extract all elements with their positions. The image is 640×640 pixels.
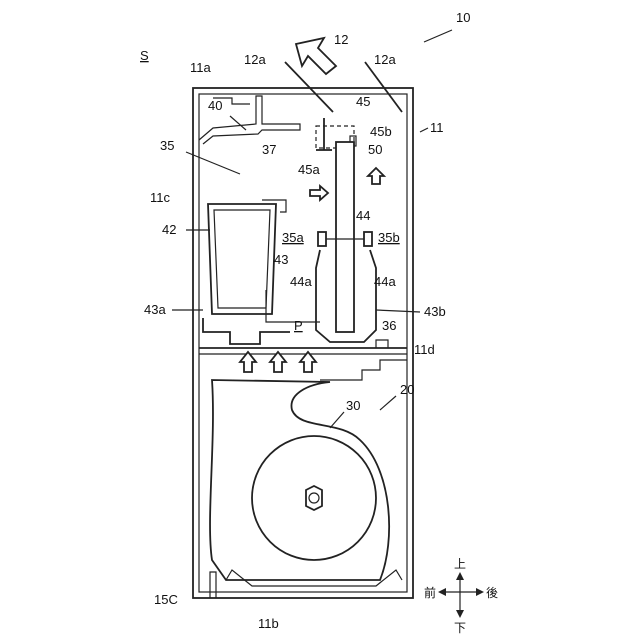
arrow-rear-icon bbox=[476, 588, 484, 596]
label-43b: 43b bbox=[424, 304, 446, 319]
leader-35 bbox=[186, 152, 240, 174]
label-15C: 15C bbox=[154, 592, 178, 607]
label-P: P bbox=[294, 318, 303, 333]
label-50: 50 bbox=[368, 142, 382, 157]
fan-30 bbox=[252, 436, 376, 560]
label-40: 40 bbox=[208, 98, 222, 113]
label-12a-left: 12a bbox=[244, 52, 266, 67]
tank-42-inner bbox=[214, 210, 270, 308]
flow-arrow-right-icon bbox=[310, 186, 328, 200]
direction-down-label: 下 bbox=[454, 621, 466, 635]
roller-44-left bbox=[318, 232, 326, 246]
label-42: 42 bbox=[162, 222, 176, 237]
direction-up-label: 上 bbox=[454, 557, 466, 571]
leader-40 bbox=[230, 116, 246, 130]
label-11c: 11c bbox=[150, 190, 170, 205]
leader-10 bbox=[424, 30, 452, 42]
label-44a-left: 44a bbox=[290, 274, 312, 289]
label-10: 10 bbox=[456, 10, 470, 25]
leader-20 bbox=[380, 396, 396, 410]
leader-11 bbox=[420, 128, 428, 132]
label-S: S bbox=[140, 48, 149, 63]
arrow-front-icon bbox=[438, 588, 446, 596]
direction-front-label: 前 bbox=[424, 585, 436, 600]
label-12: 12 bbox=[334, 32, 348, 47]
label-11: 11 bbox=[430, 120, 444, 135]
label-12a-right: 12a bbox=[374, 52, 396, 67]
label-45a: 45a bbox=[298, 162, 320, 177]
bracket-36 bbox=[376, 340, 388, 348]
label-35: 35 bbox=[160, 138, 174, 153]
element-50 bbox=[336, 142, 354, 332]
fan-scroll-20 bbox=[210, 380, 389, 580]
hub-bore bbox=[309, 493, 319, 503]
flow-arrow-up-2-icon bbox=[270, 352, 286, 372]
tray-43 bbox=[266, 290, 320, 322]
flow-arrow-up-3-icon bbox=[300, 352, 316, 372]
flow-arrow-up-icon bbox=[368, 168, 384, 184]
label-43a: 43a bbox=[144, 302, 166, 317]
label-11d: 11d bbox=[414, 342, 435, 357]
outlet-arrow-icon bbox=[296, 38, 336, 74]
direction-rear-label: 後 bbox=[486, 586, 498, 600]
louver-right bbox=[365, 62, 402, 112]
label-36: 36 bbox=[382, 318, 396, 333]
label-44: 44 bbox=[356, 208, 370, 223]
hub-nut bbox=[306, 486, 322, 510]
leader-30 bbox=[330, 412, 344, 428]
roller-44-right bbox=[364, 232, 372, 246]
label-20: 20 bbox=[400, 382, 414, 397]
label-30: 30 bbox=[346, 398, 360, 413]
flow-arrow-up-1-icon bbox=[240, 352, 256, 372]
label-35a: 35a bbox=[282, 230, 304, 245]
label-44a-right: 44a bbox=[374, 274, 396, 289]
label-43: 43 bbox=[274, 252, 288, 267]
arrow-up-icon bbox=[456, 572, 464, 580]
step-profile bbox=[320, 360, 407, 380]
foot-15C bbox=[210, 572, 216, 598]
base-11b bbox=[226, 570, 402, 586]
label-11b: 11b bbox=[258, 616, 279, 631]
arrow-down-icon bbox=[456, 610, 464, 618]
label-11a: 11a bbox=[190, 60, 211, 75]
label-45: 45 bbox=[356, 94, 370, 109]
label-37: 37 bbox=[262, 142, 276, 157]
label-45b: 45b bbox=[370, 124, 392, 139]
label-35b: 35b bbox=[378, 230, 400, 245]
